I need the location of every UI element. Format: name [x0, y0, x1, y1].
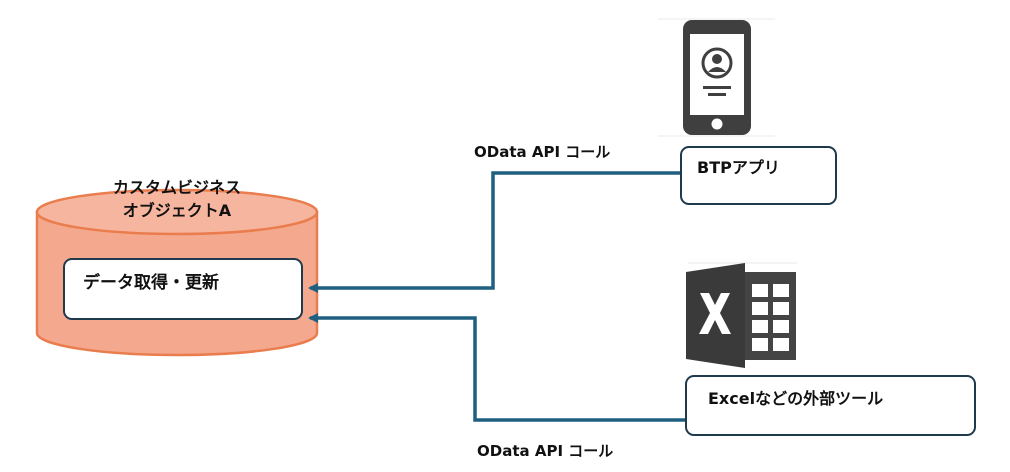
- top-connection-label: OData API コール: [474, 143, 611, 161]
- btp-app-box: BTPアプリ: [680, 146, 837, 205]
- data-fetch-update-label: データ取得・更新: [83, 273, 219, 293]
- excel-tools-box: Excelなどの外部ツール: [685, 375, 976, 436]
- database-title: カスタムビジネス オブジェクトA: [27, 176, 327, 222]
- connector-excel-to-db: [308, 313, 688, 422]
- connector-btp-to-db: [308, 171, 684, 293]
- data-fetch-update-box: データ取得・更新: [63, 258, 303, 320]
- database-title-line2: オブジェクトA: [122, 201, 232, 220]
- smartphone-icon: [658, 18, 775, 137]
- excel-icon: [686, 262, 797, 368]
- btp-app-label: BTPアプリ: [697, 158, 780, 177]
- excel-tools-label: Excelなどの外部ツール: [708, 389, 884, 408]
- database-title-line1: カスタムビジネス: [112, 178, 241, 197]
- bottom-connection-label: OData API コール: [477, 442, 614, 460]
